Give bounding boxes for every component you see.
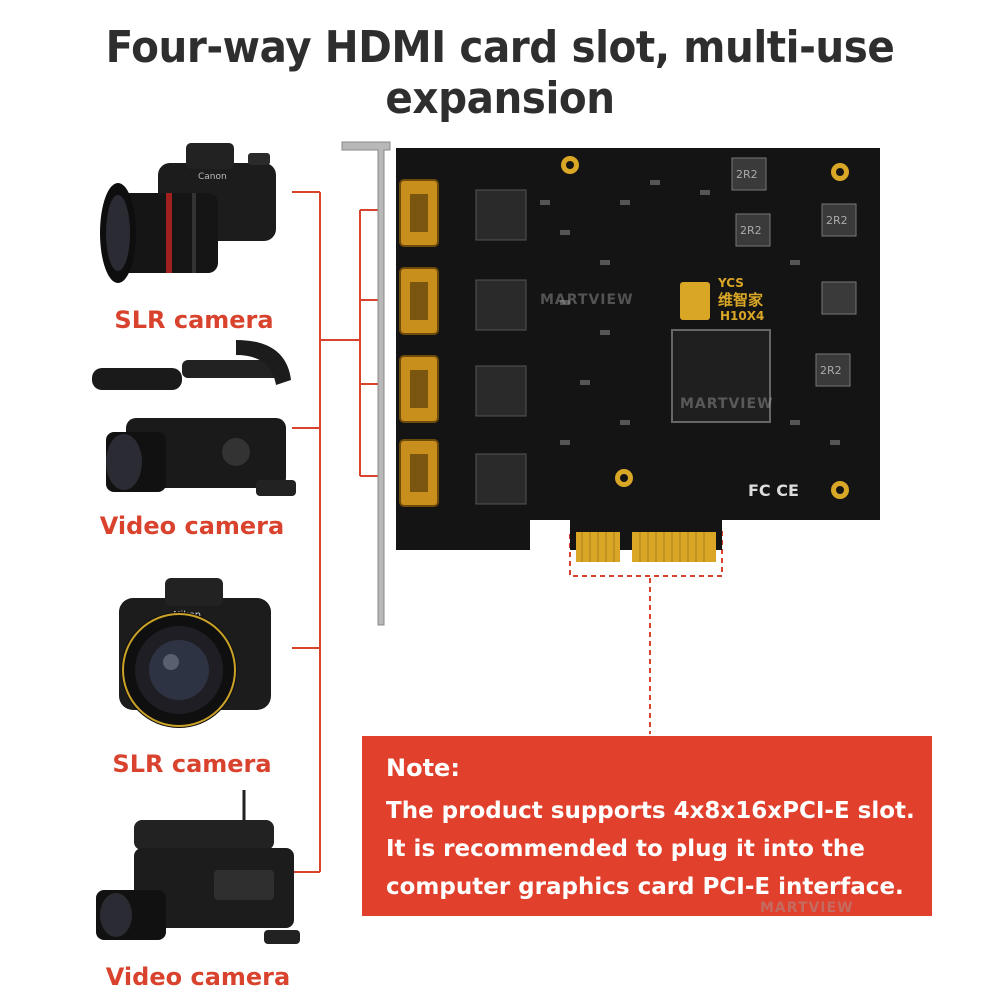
video-camera-image-1 (92, 340, 296, 496)
inductor-label: 2R2 (740, 224, 762, 237)
page-title: Four-way HDMI card slot, multi-use expan… (105, 22, 895, 124)
board-cn-brand: 维智家 (718, 291, 763, 309)
note-line-2: It is recommended to plug it into the (386, 836, 865, 862)
note-title: Note: (386, 754, 460, 782)
cert-marks: FC CE (748, 481, 799, 500)
watermark: MARTVIEW (680, 396, 774, 412)
inductor-label: 2R2 (820, 364, 842, 377)
canon-brand: Canon (198, 172, 227, 182)
board-brand: YCS (717, 276, 744, 290)
watermark: MARTVIEW (540, 292, 634, 308)
watermark: MARTVIEW (760, 900, 854, 916)
board-model: H10X4 (720, 309, 764, 323)
note-line-3: computer graphics card PCI-E interface. (386, 874, 904, 900)
camera-label-1: SLR camera (114, 306, 274, 334)
camera-label-2: Video camera (99, 512, 285, 540)
canon-slr-camera-image: Canon (100, 143, 276, 283)
camera-label-4: Video camera (105, 963, 291, 991)
inductor-label: 2R2 (826, 214, 848, 227)
note-line-1: The product supports 4x8x16xPCI-E slot. (386, 798, 915, 824)
note-box: Note: The product supports 4x8x16xPCI-E … (362, 736, 932, 916)
camera-label-3: SLR camera (112, 750, 272, 778)
inductor-label: 2R2 (736, 168, 758, 181)
video-camera-image-2 (96, 790, 300, 944)
nikon-slr-camera-image: Nikon (119, 578, 271, 728)
